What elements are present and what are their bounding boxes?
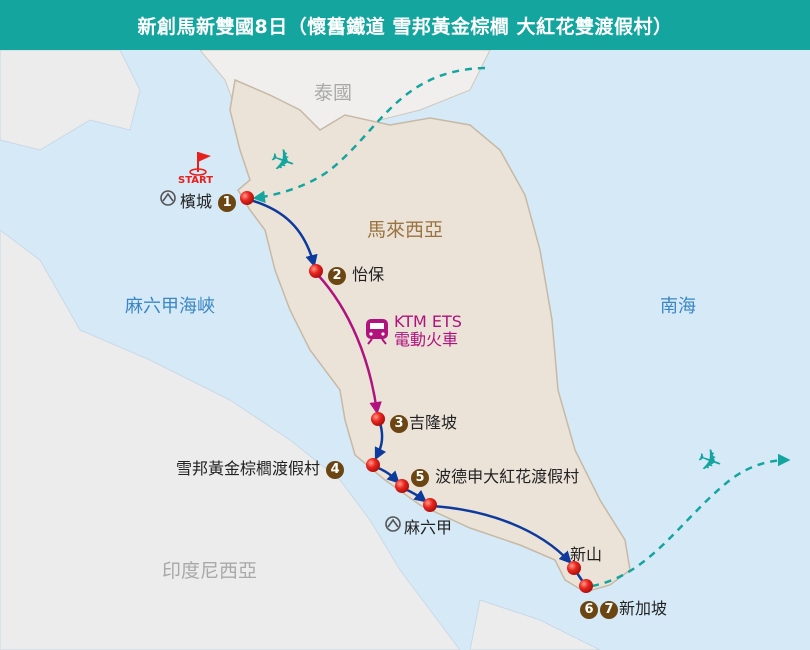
map-canvas: ✈ ✈ [0, 50, 791, 650]
stop-melaka: 麻六甲 [404, 518, 453, 537]
route-melaka-jb [431, 504, 572, 564]
start-label: START [178, 175, 214, 186]
stop-markers [240, 191, 593, 593]
stop-number: 7 [600, 600, 618, 619]
pin-penang [240, 191, 254, 205]
stop-number: 6 [580, 600, 598, 619]
stop-number: 5 [411, 468, 429, 487]
land-islands [469, 599, 601, 650]
stop-johor-bahru: 新山 [570, 545, 603, 564]
pin-ipoh [309, 264, 323, 278]
land-northwest [0, 50, 141, 151]
sea-label-south-china-sea: 南海 [660, 296, 696, 317]
pin-melaka [423, 498, 437, 512]
train-name: KTM ETS [394, 312, 462, 331]
page-title: 新創馬新雙國8日（懷舊鐵道 雪邦黃金棕櫚 大紅花雙渡假村） [0, 0, 810, 50]
pin-port-dickson [395, 479, 409, 493]
route-train-ipoh-kl [317, 274, 382, 415]
stop-penang: 檳城 1 [180, 188, 237, 212]
stop-number: 1 [218, 193, 237, 212]
country-label-thailand: 泰國 [314, 82, 353, 104]
pin-johor [567, 561, 581, 575]
pin-sepang [366, 458, 380, 472]
land-sumatra [0, 229, 461, 650]
stop-number: 4 [326, 460, 345, 479]
pin-singapore [579, 579, 593, 593]
route-kl-sepang [374, 422, 387, 461]
stop-ipoh: 2 怡保 [327, 261, 384, 285]
land-malaysia [229, 78, 631, 593]
heritage-icon [385, 516, 401, 532]
flight-path-departure [591, 453, 791, 588]
country-label-indonesia: 印度尼西亞 [162, 560, 258, 582]
train-label: KTM ETS 電動火車 [366, 313, 462, 349]
stop-sepang: 雪邦黃金棕櫚渡假村 4 [176, 455, 345, 479]
sea-label-malacca-strait: 麻六甲海峽 [125, 296, 215, 317]
country-label-malaysia: 馬來西亞 [367, 219, 444, 241]
train-type: 電動火車 [394, 330, 459, 349]
pin-kl [371, 412, 385, 426]
stop-number: 3 [390, 414, 408, 433]
start-flag-icon [189, 152, 211, 176]
train-icon [366, 319, 388, 345]
heritage-icon [160, 190, 176, 206]
route-penang-ipoh [249, 198, 318, 268]
stop-number: 2 [328, 266, 346, 285]
flight-path-arrival [252, 66, 486, 204]
airplane-icon: ✈ [692, 441, 728, 482]
stop-port-dickson: 5 波德申大紅花渡假村 [410, 463, 579, 487]
